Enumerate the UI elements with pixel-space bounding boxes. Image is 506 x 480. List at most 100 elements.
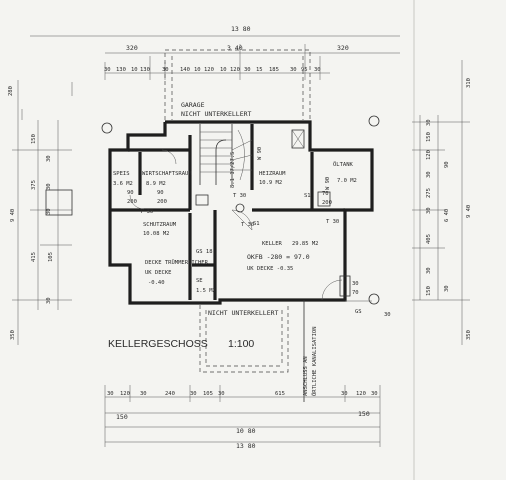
dim-right-inner: 150 (426, 286, 432, 296)
room-oeltank-area: 7.0 M2 (337, 178, 357, 184)
dim-top-item: 30 (314, 67, 321, 73)
small-shaft (195, 194, 209, 206)
dim-top-item: 120 (230, 67, 240, 73)
sewer-connection-1: ANSCHLUSS AN (303, 356, 309, 396)
dim-top-item: 30 (290, 67, 297, 73)
dim-label: 200 (127, 199, 137, 205)
shaft-oeltank (317, 191, 331, 207)
door-t30-label: T 30 (140, 209, 153, 215)
s1-label: S1 (304, 193, 311, 199)
top-dimension-lines (21, 35, 400, 120)
dim-left-inner: 30 (46, 297, 52, 304)
dim-top-item: 15 (256, 67, 263, 73)
stair-label: 8.1 17/27.5 (230, 152, 236, 188)
dim-bottom-item: 120 (356, 391, 366, 397)
staircase (199, 124, 253, 185)
uk-decke-schutz-value: -0.40 (148, 280, 165, 286)
dim-right-outer: 350 (466, 330, 472, 340)
left-dimension-lines (12, 80, 73, 345)
gs-label: GS (355, 309, 362, 315)
garage-outline (164, 49, 311, 120)
dim-right-inner: 30 (426, 119, 432, 126)
dim-top-item: 95 (301, 67, 308, 73)
dim-label: 200 (322, 200, 332, 206)
dim-top-item: 10 (220, 67, 227, 73)
dim-top-item: 30 (104, 67, 111, 73)
dim-label: 70 (352, 290, 359, 296)
dim-right-outer: 9 40 (466, 205, 472, 218)
dim-bottom-item: 30 (341, 391, 348, 397)
dim-right-inner: 30 (426, 171, 432, 178)
dim-label: 30 (384, 312, 391, 318)
room-se-name: SE (196, 278, 203, 284)
w90-label: W 90 (325, 177, 331, 190)
door-t30-label: T 30 (241, 222, 254, 228)
dim-label: 90 (127, 190, 134, 196)
room-speis-name: SPEIS (113, 171, 130, 177)
dim-right-inner: 30 (426, 207, 432, 214)
room-wirtschaftsraum-area: 8.9 M2 (146, 181, 166, 187)
dim-right-inner: 405 (426, 234, 432, 244)
dim-right-inner: 90 (444, 161, 450, 168)
uk-decke-schutz: UK DECKE (145, 270, 172, 276)
drain-circle (101, 122, 113, 134)
dim-left-inner: 30 (46, 208, 52, 215)
right-dimension-lines (412, 60, 470, 345)
chimney-cross (291, 129, 305, 149)
dim-right-inner: 30 (444, 285, 450, 292)
door-swings (129, 149, 343, 301)
not-basement-top-label: NICHT UNTERKELLERT (181, 110, 252, 118)
not-basement-bottom-label: NICHT UNTERKELLERT (208, 309, 279, 317)
dim-top-item: 185 (269, 67, 279, 73)
bottom-dimension-lines (104, 385, 381, 447)
room-se-area: 1.5 M2 (196, 288, 216, 294)
dim-bottom-item: 30 (190, 391, 197, 397)
dim-top-item: 130 (116, 67, 126, 73)
dim-left-outer: 280 (8, 86, 14, 96)
garage-label: GARAGE (181, 101, 205, 109)
door-t30-label: T 30 (233, 193, 246, 199)
dim-left-inner: 30 (46, 155, 52, 162)
okfb-label: OKFB -280 = 97.0 (247, 253, 310, 261)
room-keller-area: 29.85 M2 (292, 241, 319, 247)
dim-top-overall: 13 80 (231, 25, 251, 33)
dim-label: 90 (157, 190, 164, 196)
dim-left-inner: 105 (48, 252, 54, 262)
dim-bottom-left-150: 150 (116, 413, 128, 421)
dim-label: 70 (322, 191, 329, 197)
dim-left-outer: 350 (10, 330, 16, 340)
dim-right-inner: 30 (426, 267, 432, 274)
room-wirtschaftsraum-name: WIRTSCHAFTSRAUM (142, 171, 192, 177)
dim-bottom-right-150: 150 (358, 410, 370, 418)
room-oeltank-name: ÖLTANK (333, 161, 354, 168)
gs-label: GS 18 (196, 249, 213, 255)
dim-bottom-item: 615 (275, 391, 285, 397)
plan-scale: 1:100 (228, 338, 254, 350)
dim-right-inner: 275 (426, 188, 432, 198)
dim-left-outer: 9 40 (10, 209, 16, 222)
dim-right-outer: 310 (466, 78, 472, 88)
dim-bottom-overall: 13 80 (236, 442, 256, 450)
dim-top-left-320: 320 (126, 44, 138, 52)
dim-top-item: 140 (180, 67, 190, 73)
dim-bottom-item: 105 (203, 391, 213, 397)
dim-top-row: 30 130 10 130 30 140 10 120 10 120 30 15… (104, 67, 321, 73)
dim-bottom-mid: 10 80 (236, 427, 256, 435)
dim-right-inner: 6 40 (444, 209, 450, 222)
uk-decke-keller: UK DECKE -0.35 (247, 266, 293, 272)
decke-truemmersicher: DECKE TRÜMMERSICHER (145, 259, 209, 266)
room-heizraum-area: 10.9 M2 (259, 180, 282, 186)
dim-left-inner: 375 (31, 180, 37, 190)
w90-label: W 90 (257, 147, 263, 160)
drain-circle (368, 293, 380, 305)
room-heizraum-name: HEIZRAUM (259, 171, 286, 177)
dim-bottom-item: 30 (218, 391, 225, 397)
dim-top-right-320: 320 (337, 44, 349, 52)
chimney-shaft (291, 129, 305, 149)
dim-top-item: 120 (204, 67, 214, 73)
dim-label: 30 (352, 281, 359, 287)
dim-right-inner: 150 (426, 132, 432, 142)
dim-left-inner: 150 (31, 134, 37, 144)
floor-drain (235, 203, 245, 213)
